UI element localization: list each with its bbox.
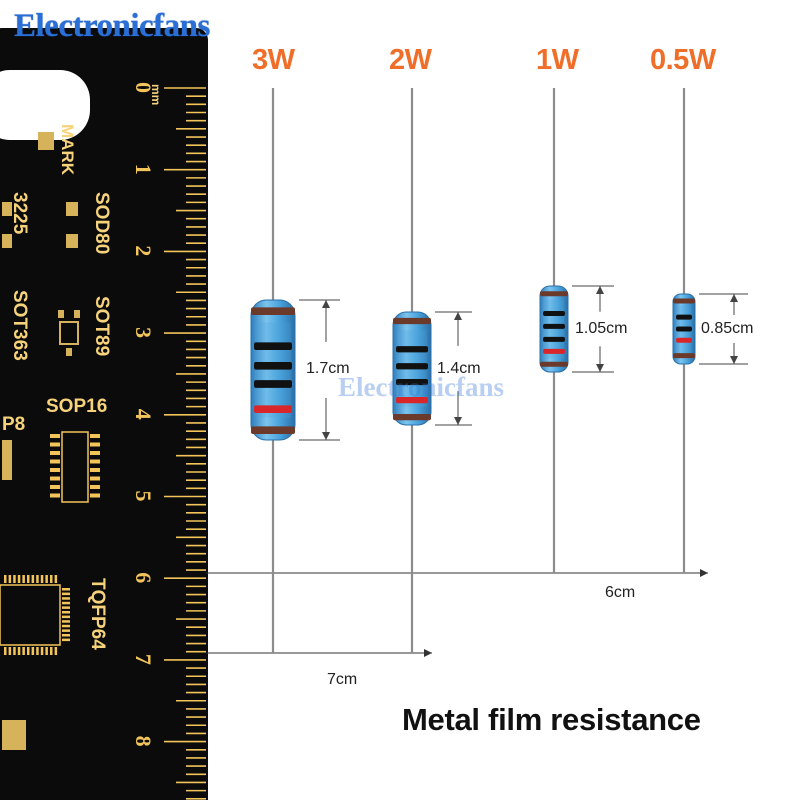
ruler-number: 8 [131,736,156,747]
length-dimension [299,299,340,441]
resistor-band [543,311,565,317]
tqfp64-footprint [0,575,70,655]
pad [2,202,12,216]
length-dimension [572,285,614,373]
resistor-group [250,88,748,653]
product-caption: Metal film resistance [402,702,701,737]
power-label-1w: 1W [536,44,579,76]
length-label-1w: 1.05cm [575,320,628,337]
ruler: 0 1 2 3 4 5 6 7 8 mm MARK 3225 SOD80 SOT363 SOT8… [0,28,208,805]
length-dimension [435,311,472,426]
sop16-footprint [50,431,100,503]
ruler-number: 0 [131,82,156,93]
resistor-band [396,397,428,404]
ruler-code-sot89: SOT89 [91,296,112,356]
ruler-code-3225: 3225 [9,192,30,235]
resistor-band [254,405,292,414]
ruler-number: 4 [131,409,156,420]
resistor-band [540,291,568,297]
resistor-band [254,380,292,388]
length-label-0-5w: 0.85cm [701,320,754,337]
resistor-band [676,314,692,320]
length-label-2w: 1.4cm [437,360,481,377]
lead-measure-lines [206,569,708,657]
resistor-3w [250,88,340,653]
length-dimension [699,293,748,365]
ruler-ticks [164,87,206,800]
lead-length-label-small: 6cm [605,584,636,601]
ruler-mark-text: MARK [58,124,77,176]
ruler-unit-label: mm [149,84,163,105]
ruler-number: 5 [131,491,156,502]
resistor-body [250,299,296,441]
resistor-band [393,317,431,325]
length-label-3w: 1.7cm [306,360,350,377]
resistor-band [254,342,292,351]
power-label-3w: 3W [252,44,295,76]
resistor-2w [392,88,472,653]
ruler-code-sot363: SOT363 [9,290,30,361]
resistor-band [543,336,565,342]
resistor-band [251,426,295,435]
ruler-number: 2 [131,245,156,256]
resistor-band [393,413,431,421]
resistor-band [673,298,695,304]
pad [66,234,78,248]
ruler-numbers: 0 1 2 3 4 5 6 7 8 [131,82,156,747]
ruler-number: 7 [131,654,156,665]
power-label-2w: 2W [389,44,432,76]
ruler-code-tqfp64: TQFP64 [87,578,108,650]
resistor-band [396,346,428,353]
ruler-number: 1 [131,164,156,175]
resistor-1w [539,88,614,573]
pad [66,202,78,216]
ruler-code-p8: P8 [2,414,25,435]
pad [2,234,12,248]
resistor-band [673,353,695,359]
resistor-band [540,361,568,367]
resistor-band [396,363,428,370]
resistor-band [396,378,428,386]
resistor-band [543,348,565,354]
ruler-code-sod80: SOD80 [91,192,112,254]
brand-logo: Electronicfans [14,8,210,44]
power-label-0-5w: 0.5W [650,44,716,76]
ruler-number: 3 [131,327,156,338]
lead-length-label-large: 7cm [327,671,358,688]
resistor-0-5w [672,88,748,573]
resistor-band [543,323,565,329]
ruler-number: 6 [131,572,156,583]
pad [38,132,54,150]
watermark: Electronicfans [338,372,504,402]
ruler-hole [0,70,90,140]
resistor-band [676,326,692,332]
ruler-code-sop16: SOP16 [46,396,107,417]
resistor-band [254,361,292,370]
pad [59,321,79,345]
resistor-band [676,337,692,343]
resistor-band [251,307,295,316]
